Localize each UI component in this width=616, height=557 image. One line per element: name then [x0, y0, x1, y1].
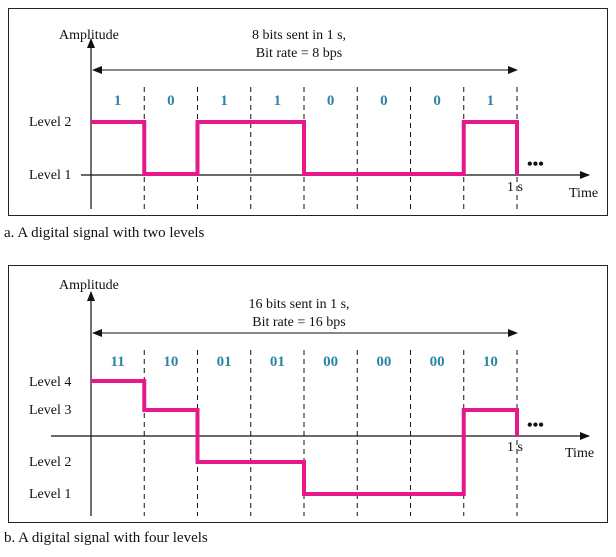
- level-1-label: Level 1: [29, 487, 71, 502]
- level-4-label: Level 4: [29, 375, 71, 390]
- bit-interval-dividers: [143, 350, 518, 516]
- bit-label: 00: [430, 354, 445, 370]
- bit-label: 10: [483, 354, 498, 370]
- bit-label: 10: [163, 354, 178, 370]
- caption-four-levels: b. A digital signal with four levels: [4, 530, 208, 546]
- bit-label: 00: [376, 354, 391, 370]
- bit-label: 1: [274, 93, 282, 109]
- bit-label: 0: [327, 93, 335, 109]
- bit-label: 1: [487, 93, 495, 109]
- bit-label: 01: [217, 354, 232, 370]
- bit-label: 00: [323, 354, 338, 370]
- signal-path: [91, 120, 519, 176]
- two-level-signal-diagram: Amplitude 8 bits sent in 1 s, Bit rate =…: [29, 28, 598, 209]
- bit-label: 1: [220, 93, 228, 109]
- bit-label: 0: [167, 93, 175, 109]
- bit-label: 0: [380, 93, 388, 109]
- bit-rate-label: Bit rate = 16 bps: [252, 315, 345, 330]
- bit-label: 01: [270, 354, 285, 370]
- bit-label: 1: [114, 93, 122, 109]
- level-2-label: Level 2: [29, 455, 71, 470]
- level-1-label: Level 1: [29, 168, 71, 183]
- continuation-ellipsis: •••: [527, 156, 544, 173]
- four-level-signal-diagram: Amplitude 16 bits sent in 1 s, Bit rate …: [29, 278, 594, 516]
- level-2-label: Level 2: [29, 115, 71, 130]
- level-3-label: Level 3: [29, 403, 71, 418]
- signal-path: [91, 379, 519, 496]
- bit-label: 11: [111, 354, 125, 370]
- time-label: Time: [565, 446, 594, 461]
- caption-two-levels: a. A digital signal with two levels: [4, 225, 205, 241]
- bit-label: 0: [433, 93, 441, 109]
- one-second-tick-label: 1 s: [507, 180, 523, 195]
- amplitude-label: Amplitude: [59, 278, 119, 293]
- amplitude-label: Amplitude: [59, 28, 119, 43]
- panel-two-level-signal: Amplitude 8 bits sent in 1 s, Bit rate =…: [8, 8, 608, 216]
- bits-sent-label: 8 bits sent in 1 s,: [252, 28, 346, 43]
- continuation-ellipsis: •••: [527, 417, 544, 434]
- bit-rate-label: Bit rate = 8 bps: [256, 46, 342, 61]
- one-second-tick-label: 1 s: [507, 440, 523, 455]
- bit-interval-dividers: [143, 87, 518, 209]
- time-label: Time: [569, 186, 598, 201]
- signal-waveform: [91, 120, 519, 176]
- bits-sent-label: 16 bits sent in 1 s,: [248, 297, 349, 312]
- bit-labels: 1 0 1 1 0 0 0 1: [114, 93, 494, 109]
- bit-labels: 11 10 01 01 00 00 00 10: [111, 354, 498, 370]
- panel-four-level-signal: Amplitude 16 bits sent in 1 s, Bit rate …: [8, 265, 608, 523]
- signal-waveform: [91, 379, 519, 496]
